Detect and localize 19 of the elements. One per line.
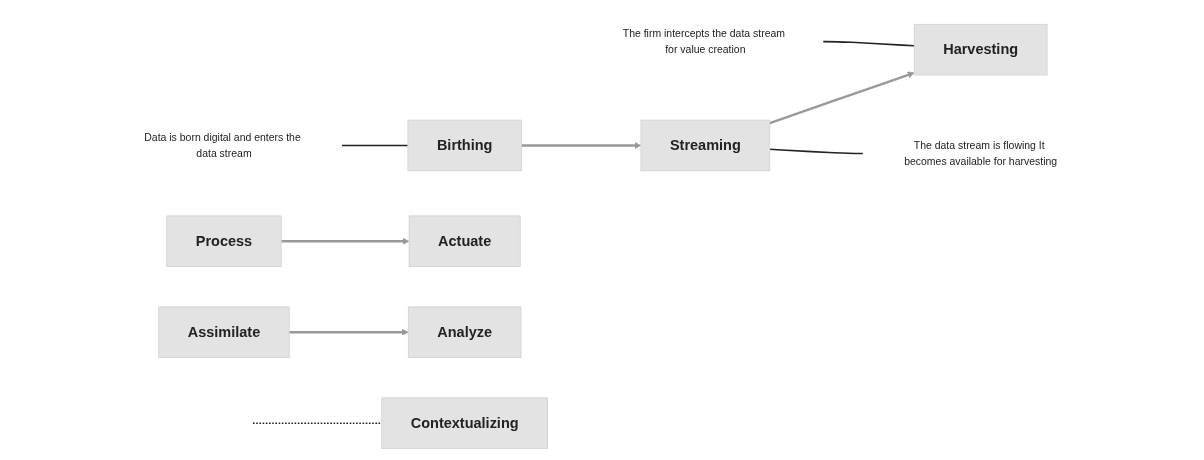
node-box: Analyze: [407, 306, 522, 358]
arrow: [521, 141, 641, 149]
connector: [340, 144, 409, 147]
arrow: [769, 71, 915, 125]
connector: [821, 40, 915, 47]
node-box: Actuate: [408, 215, 521, 267]
arrow: [280, 237, 410, 245]
arrow: [288, 328, 409, 336]
node-box: Streaming: [640, 119, 770, 172]
node-text: The data stream is flowing It becomes available for harvesting: [903, 139, 1057, 168]
connector: [251, 422, 383, 424]
node-box: Harvesting: [913, 23, 1048, 76]
connector: [768, 148, 864, 155]
node-text: Data is born digital and enters the data stream: [143, 131, 301, 160]
node-box: Process: [166, 215, 282, 267]
node-box: Assimilate: [158, 306, 290, 358]
node-text: The firm intercepts the data stream for value creation: [622, 27, 785, 56]
node-box: Contextualizing: [381, 397, 548, 449]
node-box: Birthing: [407, 119, 522, 172]
